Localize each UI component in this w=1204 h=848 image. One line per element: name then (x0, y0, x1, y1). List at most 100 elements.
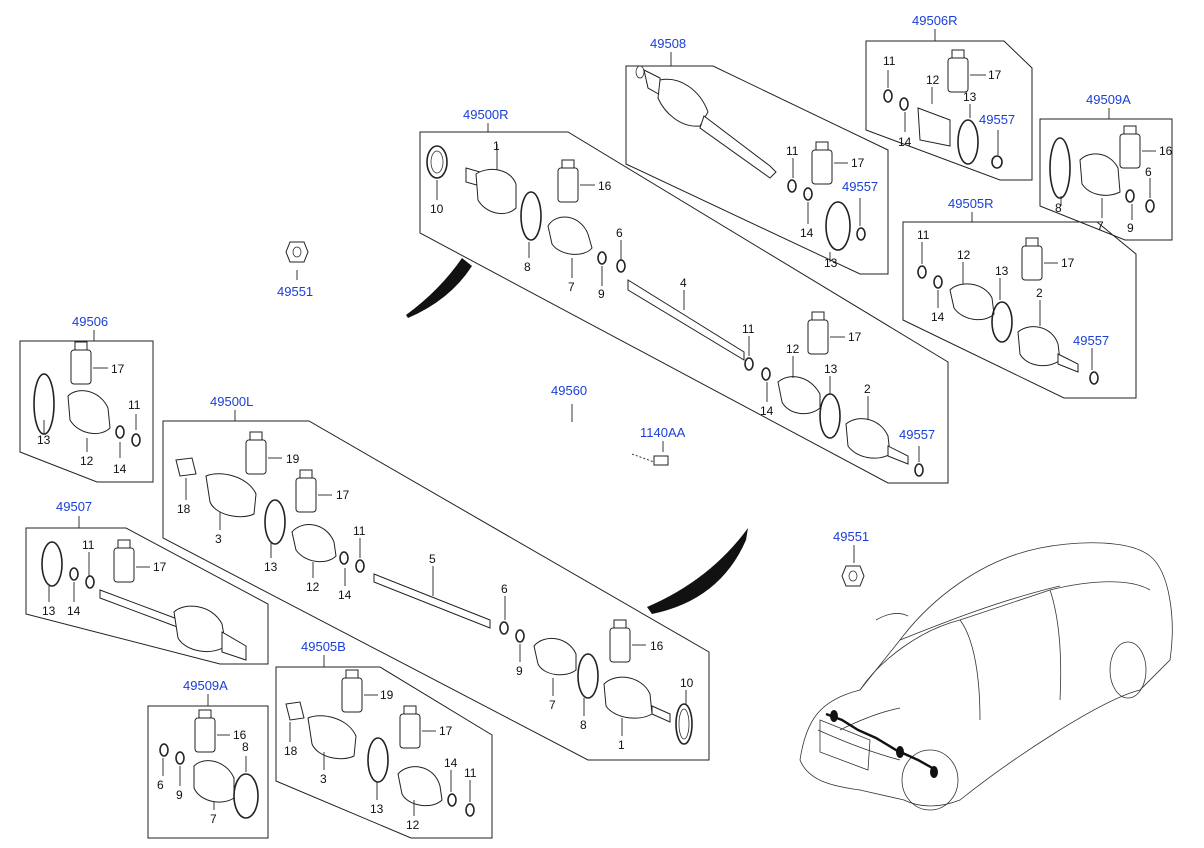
part-number-14: 14 (898, 135, 912, 149)
part-number-7: 7 (210, 812, 217, 826)
part-number-6: 6 (501, 582, 508, 596)
part-number-11: 11 (786, 144, 799, 158)
assembly-label-49505R[interactable]: 49505R (948, 196, 994, 211)
assembly-label-49506R[interactable]: 49506R (912, 13, 958, 28)
part-number-8: 8 (1055, 201, 1062, 215)
assembly-label-49509A-right[interactable]: 49509A (1086, 92, 1131, 107)
part-number-6: 6 (1145, 165, 1152, 179)
part-number-11: 11 (82, 538, 95, 552)
box-49505B (275, 666, 493, 839)
assembly-label-49551-bottom[interactable]: 49551 (833, 529, 869, 544)
assembly-label-49551-top[interactable]: 49551 (277, 284, 313, 299)
nut-49551-bottom (841, 565, 865, 587)
assembly-label-49508[interactable]: 49508 (650, 36, 686, 51)
part-number-13: 13 (370, 802, 384, 816)
part-number-11: 11 (883, 54, 896, 68)
box-49505R (902, 221, 1137, 399)
parts-49509A-right (1049, 125, 1156, 220)
sub-label-49557[interactable]: 49557 (1073, 333, 1109, 348)
part-number-2: 2 (1036, 286, 1043, 300)
part-number-13: 13 (995, 264, 1009, 278)
sub-label-49557[interactable]: 49557 (899, 427, 935, 442)
part-number-14: 14 (760, 404, 774, 418)
assembly-label-49505B[interactable]: 49505B (301, 639, 346, 654)
parts-49509A-left (159, 709, 259, 819)
part-number-7: 7 (568, 280, 575, 294)
box-49500R (419, 131, 949, 484)
sub-label-49557[interactable]: 49557 (979, 112, 1015, 127)
part-number-13: 13 (264, 560, 278, 574)
bolt-1140AA (631, 453, 669, 466)
assembly-label-49500R[interactable]: 49500R (463, 107, 509, 122)
parts-49500L (175, 431, 693, 745)
section-arc-top (406, 258, 472, 318)
part-number-17: 17 (153, 560, 167, 574)
part-number-12: 12 (786, 342, 800, 356)
part-number-16: 16 (233, 728, 247, 742)
box-49506R (865, 40, 1033, 181)
part-number-16: 16 (650, 639, 664, 653)
part-number-19: 19 (380, 688, 394, 702)
label-leaders (78, 29, 1110, 706)
part-number-14: 14 (67, 604, 81, 618)
part-number-11: 11 (742, 322, 755, 336)
part-number-7: 7 (1097, 219, 1104, 233)
parts-49505B (285, 669, 475, 817)
part-number-12: 12 (406, 818, 420, 832)
part-number-3: 3 (215, 532, 222, 546)
part-number-14: 14 (113, 462, 127, 476)
part-number-13: 13 (963, 90, 977, 104)
part-number-6: 6 (616, 226, 623, 240)
assembly-label-49506[interactable]: 49506 (72, 314, 108, 329)
part-number-14: 14 (800, 226, 814, 240)
section-arc-middle (647, 528, 748, 614)
assembly-label-49560[interactable]: 49560 (551, 383, 587, 398)
box-49506 (19, 340, 154, 483)
part-number-1: 1 (618, 738, 625, 752)
part-number-1: 1 (493, 139, 500, 153)
part-number-11: 11 (128, 398, 141, 412)
part-number-14: 14 (444, 756, 458, 770)
sub-label-49557[interactable]: 49557 (842, 179, 878, 194)
parts-49508 (635, 65, 866, 262)
assembly-label-1140AA[interactable]: 1140AA (640, 425, 686, 440)
part-number-18: 18 (284, 744, 298, 758)
parts-49500R (426, 144, 924, 477)
part-number-17: 17 (111, 362, 125, 376)
parts-49506R (883, 49, 1003, 169)
part-number-5: 5 (429, 552, 436, 566)
part-number-14: 14 (338, 588, 352, 602)
car-illustration (799, 542, 1173, 811)
part-number-16: 16 (598, 179, 612, 193)
assembly-label-49509A-left[interactable]: 49509A (183, 678, 228, 693)
part-number-9: 9 (176, 788, 183, 802)
part-number-17: 17 (336, 488, 350, 502)
part-number-13: 13 (824, 362, 838, 376)
box-49509A-right (1039, 118, 1173, 241)
parts-49505R (917, 237, 1099, 385)
part-number-13: 13 (824, 256, 838, 270)
part-number-13: 13 (37, 433, 51, 447)
assembly-label-49507[interactable]: 49507 (56, 499, 92, 514)
part-number-17: 17 (851, 156, 865, 170)
part-number-14: 14 (931, 310, 945, 324)
part-number-10: 10 (430, 202, 444, 216)
part-number-18: 18 (177, 502, 191, 516)
part-number-10: 10 (680, 676, 694, 690)
box-49508 (625, 65, 889, 275)
part-number-11: 11 (917, 228, 930, 242)
part-number-8: 8 (242, 740, 249, 754)
part-number-3: 3 (320, 772, 327, 786)
assembly-label-49500L[interactable]: 49500L (210, 394, 253, 409)
part-number-4: 4 (680, 276, 687, 290)
parts-49507 (41, 539, 247, 661)
part-number-6: 6 (157, 778, 164, 792)
part-number-13: 13 (42, 604, 56, 618)
part-number-9: 9 (516, 664, 523, 678)
box-49500L (162, 420, 710, 761)
box-49507 (25, 527, 269, 665)
part-number-17: 17 (439, 724, 453, 738)
part-number-9: 9 (598, 287, 605, 301)
part-number-8: 8 (580, 718, 587, 732)
